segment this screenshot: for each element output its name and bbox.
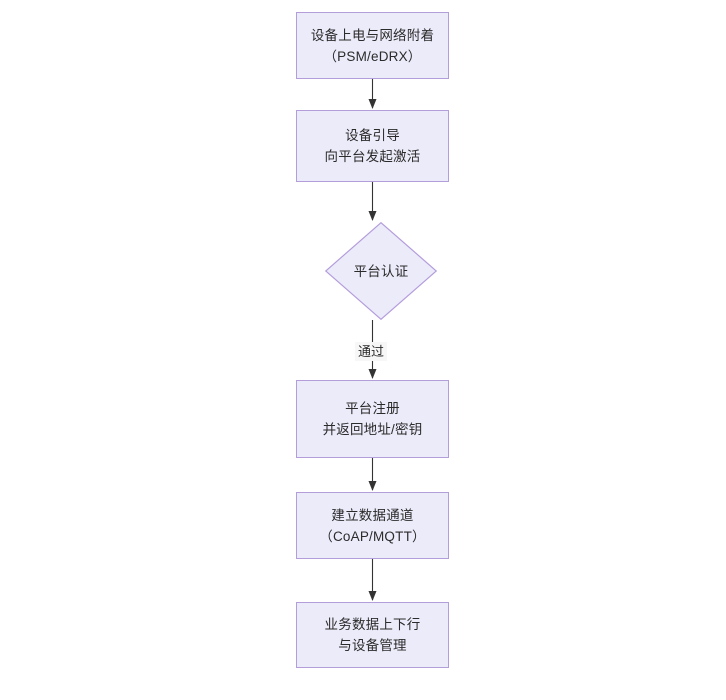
node-establish-data-channel[interactable]: 建立数据通道 （CoAP/MQTT）: [296, 492, 449, 559]
node-device-power-on[interactable]: 设备上电与网络附着 （PSM/eDRX）: [296, 12, 449, 79]
node-label-device-bootstrap: 设备引导 向平台发起激活: [324, 128, 421, 164]
edge-label-pass: 通过: [355, 342, 388, 361]
node-business-data-and-device-management[interactable]: 业务数据上下行 与设备管理: [296, 602, 449, 668]
node-label-business-data-and-device-management: 业务数据上下行 与设备管理: [324, 617, 421, 653]
node-platform-registration[interactable]: 平台注册 并返回地址/密钥: [296, 380, 449, 458]
node-label-platform-registration: 平台注册 并返回地址/密钥: [322, 401, 423, 437]
node-platform-authentication[interactable]: 平台认证: [325, 222, 437, 320]
node-label-platform-authentication: 平台认证: [353, 263, 409, 279]
node-device-bootstrap[interactable]: 设备引导 向平台发起激活: [296, 110, 449, 182]
diamond-shape-icon: [325, 222, 437, 320]
node-label-establish-data-channel: 建立数据通道 （CoAP/MQTT）: [319, 507, 426, 544]
node-label-device-power-on: 设备上电与网络附着 （PSM/eDRX）: [310, 27, 435, 64]
